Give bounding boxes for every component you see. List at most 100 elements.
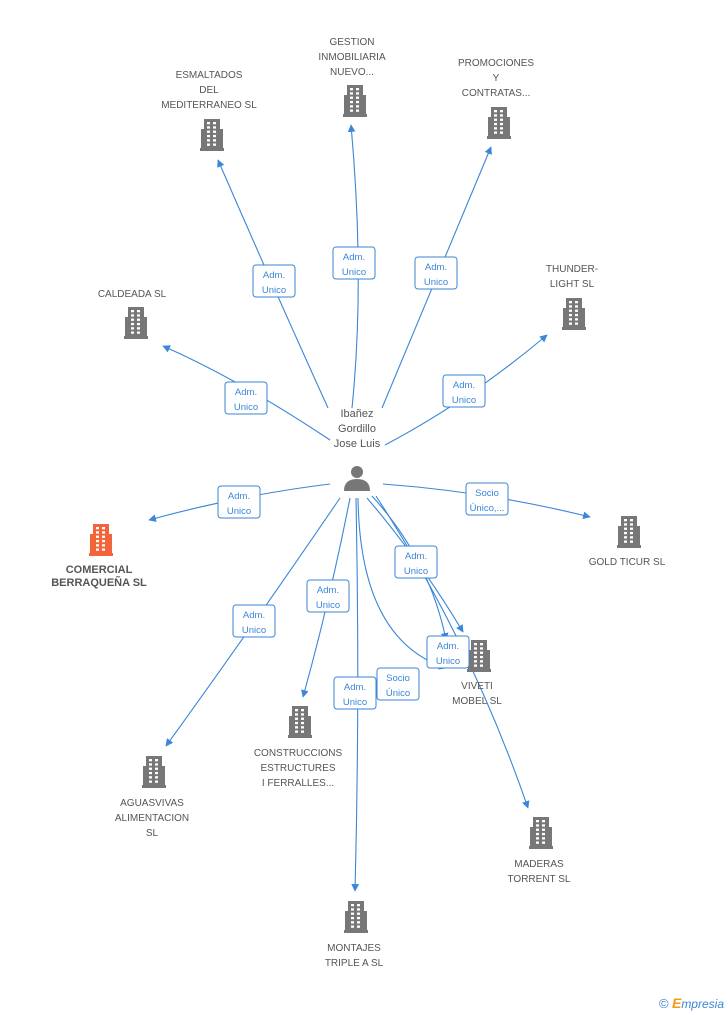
relation-box (376, 667, 420, 701)
relation-label-r-montajes[interactable]: Adm. Unico (333, 676, 377, 710)
relation-label-r-esmaltados[interactable]: Adm. Unico (252, 264, 296, 298)
company-label-line: DEL (199, 85, 219, 96)
relation-box (333, 676, 377, 710)
company-label-line: SL (146, 828, 159, 839)
brand-name: mpresia (681, 997, 724, 1011)
company-label-line: MADERAS (514, 859, 564, 870)
building-icon (487, 107, 511, 139)
company-node-promociones[interactable]: PROMOCIONESYCONTRATAS... (458, 58, 534, 139)
relation-label-r-construccions[interactable]: Adm. Unico (306, 579, 350, 613)
building-icon (344, 901, 368, 933)
company-label-line: LIGHT SL (550, 279, 595, 290)
relation-box (224, 381, 268, 415)
footer-brand[interactable]: © Empresia (659, 995, 724, 1011)
building-icon (142, 756, 166, 788)
relation-box (465, 482, 509, 516)
company-label-line: Y (493, 73, 500, 84)
relation-label-r-promociones[interactable]: Adm. Unico (414, 256, 458, 290)
relation-text: Unico (343, 697, 367, 708)
relation-box (414, 256, 458, 290)
company-node-caldeada[interactable]: CALDEADA SL (98, 289, 167, 339)
relation-text: Adm. (453, 380, 475, 391)
person-name-line: Jose Luis (334, 438, 381, 450)
company-node-aguasvivas[interactable]: AGUASVIVAS ALIMENTACION SL (115, 756, 189, 839)
relation-label-r-caldeada[interactable]: Adm. Unico (224, 381, 268, 415)
relation-text: Socio (386, 673, 410, 684)
building-icon (124, 307, 148, 339)
company-label-line: VIVETI (461, 681, 493, 692)
relation-box (426, 635, 470, 669)
relation-text: Adm. (343, 252, 365, 263)
company-label-line: THUNDER- (546, 264, 598, 275)
relation-text: Unico (316, 600, 340, 611)
relation-text: Unico (404, 566, 428, 577)
building-icon (467, 640, 491, 672)
relation-text: Adm. (425, 262, 447, 273)
relation-label-r-gestion[interactable]: Adm. Unico (332, 246, 376, 280)
building-icon (288, 706, 312, 738)
relation-box (306, 579, 350, 613)
company-label-line: I FERRALLES... (262, 778, 334, 789)
relation-text: Adm. (228, 491, 250, 502)
relation-text: Adm. (235, 387, 257, 398)
person-icon (344, 466, 370, 491)
relation-label-r-viveti-1[interactable]: Adm.Unico (394, 545, 438, 579)
relation-box (332, 246, 376, 280)
relation-text: Único,... (470, 503, 505, 514)
company-label-line: CONTRATAS... (462, 88, 531, 99)
relation-text: Único (386, 688, 410, 699)
person-name-line: Gordillo (338, 423, 376, 435)
relation-label-r-viveti-2[interactable]: Adm. Unico (426, 635, 470, 669)
relation-text: Adm. (263, 270, 285, 281)
edges-layer (148, 124, 591, 892)
company-label-line: GOLD TICUR SL (589, 557, 666, 568)
building-icon (343, 85, 367, 117)
relation-text: Unico (262, 285, 286, 296)
company-label-line: ESTRUCTURES (260, 763, 335, 774)
company-node-thunder[interactable]: THUNDER- LIGHT SL (546, 264, 598, 330)
relation-text: Unico (424, 277, 448, 288)
company-node-gestion[interactable]: GESTION INMOBILIARIA NUEVO... (318, 37, 386, 117)
company-label-line: ALIMENTACION (115, 813, 189, 824)
company-label-line: COMERCIAL (66, 564, 133, 576)
relation-box (217, 485, 261, 519)
building-icon (200, 119, 224, 151)
company-node-goldticur[interactable]: GOLD TICUR SL (589, 516, 666, 568)
relation-text: Unico (436, 656, 460, 667)
relation-label-r-goldticur[interactable]: SocioÚnico,... (465, 482, 509, 516)
relation-label-r-aguasvivas[interactable]: Adm.Unico (232, 604, 276, 638)
relation-box (394, 545, 438, 579)
company-label-line: ESMALTADOS (176, 70, 243, 81)
relation-text: Unico (242, 625, 266, 636)
building-icon (529, 817, 553, 849)
company-label-line: INMOBILIARIA (318, 52, 386, 63)
relation-text: Adm. (344, 682, 366, 693)
company-label-line: AGUASVIVAS (120, 798, 184, 809)
company-label-line: MONTAJES (327, 943, 381, 954)
building-icon (89, 524, 113, 556)
relation-label-r-comercial[interactable]: Adm. Unico (217, 485, 261, 519)
company-label-line: NUEVO... (330, 67, 374, 78)
relation-box (252, 264, 296, 298)
relation-label-r-thunder[interactable]: Adm.Unico (442, 374, 486, 408)
relation-text: Adm. (317, 585, 339, 596)
relation-text: Adm. (437, 641, 459, 652)
company-label-line: GESTION (329, 37, 374, 48)
relation-text: Socio (475, 488, 499, 499)
brand-initial: E (671, 995, 682, 1011)
relation-text: Unico (234, 402, 258, 413)
company-label-line: BERRAQUEÑA SL (51, 576, 147, 589)
relation-text: Unico (342, 267, 366, 278)
relation-text: Unico (227, 506, 251, 517)
